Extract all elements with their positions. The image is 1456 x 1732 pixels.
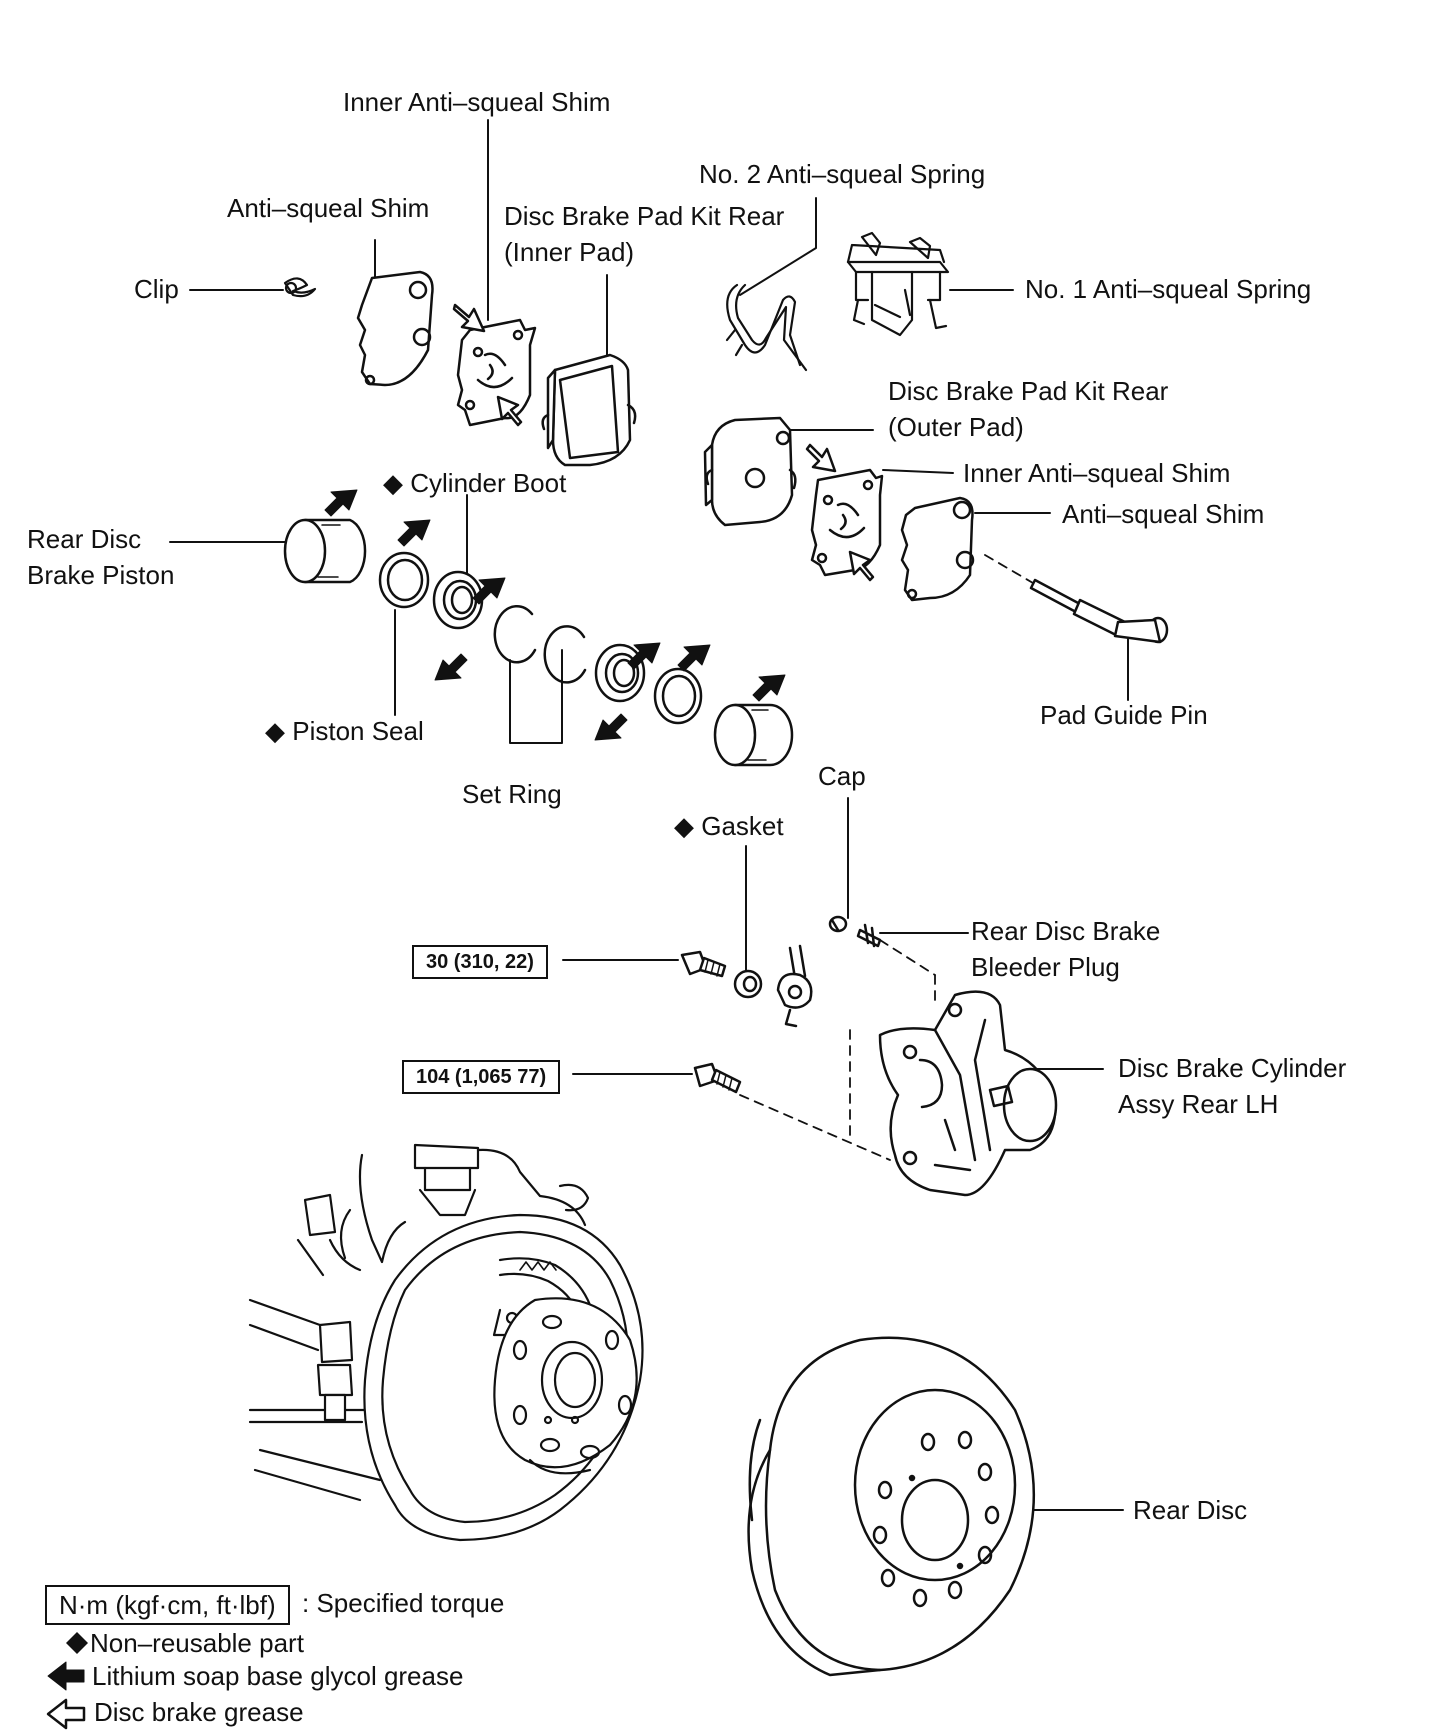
inner-anti-squeal-shim-top xyxy=(452,303,537,427)
pad-guide-pin xyxy=(1029,578,1169,644)
solid-arrow-icon xyxy=(47,1661,85,1691)
label-piston-line2: Brake Piston xyxy=(27,560,175,590)
torque-mount-bolt: 104 (1,065 77) xyxy=(402,1060,561,1094)
disc-brake-pad-outer xyxy=(703,416,797,527)
legend-lithium-grease: Lithium soap base glycol grease xyxy=(92,1661,464,1691)
bleeder-plug xyxy=(856,923,882,948)
diamond-icon xyxy=(66,1632,88,1654)
label-gasket: ◆ Gasket xyxy=(674,808,784,845)
label-bleeder-line2: Bleeder Plug xyxy=(971,952,1120,982)
label-pad-inner-line2: (Inner Pad) xyxy=(504,237,635,267)
diamond-marker: ◆ xyxy=(383,468,403,498)
label-set-ring: Set Ring xyxy=(462,779,562,809)
cap-part xyxy=(828,915,848,933)
label-gasket-text: Gasket xyxy=(701,811,784,841)
legend-torque-box: N·m (kgf·cm, ft·lbf) xyxy=(45,1585,290,1625)
label-cylinder-assy-line2: Assy Rear LH xyxy=(1118,1089,1279,1119)
piston-seal-left xyxy=(378,551,430,609)
clip-part xyxy=(283,277,317,298)
rear-disc-brake-piston-left xyxy=(283,518,367,584)
label-no1-anti-squeal-spring: No. 1 Anti–squeal Spring xyxy=(1025,274,1312,304)
label-pad-inner-line1: Disc Brake Pad Kit Rear xyxy=(504,201,785,231)
label-piston-line1: Rear Disc xyxy=(27,524,142,554)
inner-anti-squeal-shim-right xyxy=(805,443,884,582)
label-cylinder-boot-text: Cylinder Boot xyxy=(410,468,567,498)
lithium-grease-arrows xyxy=(324,489,786,741)
legend-torque-desc: : Specified torque xyxy=(302,1588,505,1618)
anti-squeal-shim-right xyxy=(900,496,975,602)
mounting-bolt xyxy=(693,1062,742,1094)
union-bolt xyxy=(680,950,727,978)
no1-anti-squeal-spring xyxy=(846,231,950,337)
label-anti-squeal-shim-right: Anti–squeal Shim xyxy=(1062,499,1265,529)
piston-seal-right xyxy=(653,667,703,725)
hollow-arrow-icon xyxy=(46,1698,86,1730)
label-inner-anti-squeal-shim-top: Inner Anti–squeal Shim xyxy=(343,87,611,117)
brake-hose-fitting xyxy=(776,944,813,1028)
rear-disc-rotor xyxy=(747,1336,1035,1677)
label-cylinder-boot: ◆ Cylinder Boot xyxy=(383,465,566,502)
rear-disc-brake-piston-right xyxy=(713,703,794,767)
label-anti-squeal-shim-left: Anti–squeal Shim xyxy=(227,193,430,223)
label-clip: Clip xyxy=(134,274,179,304)
set-rings xyxy=(493,605,587,684)
leader-lines xyxy=(169,119,1129,1511)
label-cap: Cap xyxy=(818,761,866,791)
label-piston-seal-text: Piston Seal xyxy=(292,716,424,746)
label-pad-outer-line2: (Outer Pad) xyxy=(888,412,1024,442)
no2-anti-squeal-spring xyxy=(725,283,808,372)
axle-hub-knuckle xyxy=(248,1143,644,1542)
disc-brake-pad-inner xyxy=(541,353,637,467)
label-pad-outer-line1: Disc Brake Pad Kit Rear xyxy=(888,376,1169,406)
diamond-marker: ◆ xyxy=(265,716,285,746)
legend-non-reusable: Non–reusable part xyxy=(90,1628,304,1658)
label-no2-anti-squeal-spring: No. 2 Anti–squeal Spring xyxy=(699,159,986,189)
disc-brake-cylinder-assy xyxy=(878,990,1058,1197)
label-pad-guide-pin: Pad Guide Pin xyxy=(1040,700,1208,730)
anti-squeal-shim-left xyxy=(356,270,434,387)
label-cylinder-assy-line1: Disc Brake Cylinder xyxy=(1118,1053,1347,1083)
torque-union-bolt: 30 (310, 22) xyxy=(412,945,548,979)
label-inner-anti-squeal-shim-right: Inner Anti–squeal Shim xyxy=(963,458,1231,488)
legend-disc-brake-grease: Disc brake grease xyxy=(94,1697,304,1727)
label-rear-disc: Rear Disc xyxy=(1133,1495,1248,1525)
label-bleeder-line1: Rear Disc Brake xyxy=(971,916,1161,946)
label-piston-seal: ◆ Piston Seal xyxy=(265,713,424,750)
cylinder-boot-right xyxy=(594,643,646,703)
diamond-marker: ◆ xyxy=(674,811,694,841)
gasket-part xyxy=(733,969,763,999)
